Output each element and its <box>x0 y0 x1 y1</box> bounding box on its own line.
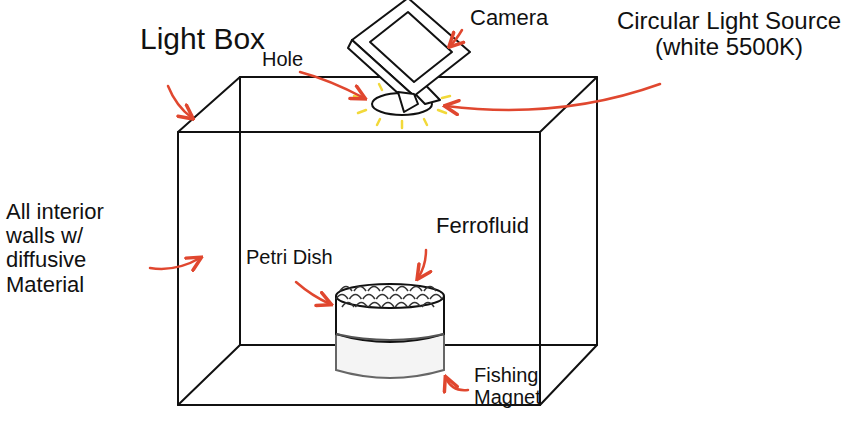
box-back <box>240 77 597 345</box>
camera-label: Camera <box>470 6 590 30</box>
petri-dish <box>336 284 444 378</box>
hole-label: Hole <box>262 48 332 70</box>
camera <box>348 0 470 112</box>
magnet-label: Fishing Magnet <box>474 364 584 408</box>
leader-arrows <box>150 30 660 390</box>
light-source-label: Circular Light Source (white 5500K) <box>598 8 860 61</box>
box-edges <box>178 77 597 405</box>
walls-label: All interior walls w/ diffusive Material <box>6 200 156 297</box>
ferrofluid-label: Ferrofluid <box>436 214 566 238</box>
ferrofluid-spikes <box>336 287 442 308</box>
dish-label: Petri Dish <box>246 246 356 268</box>
